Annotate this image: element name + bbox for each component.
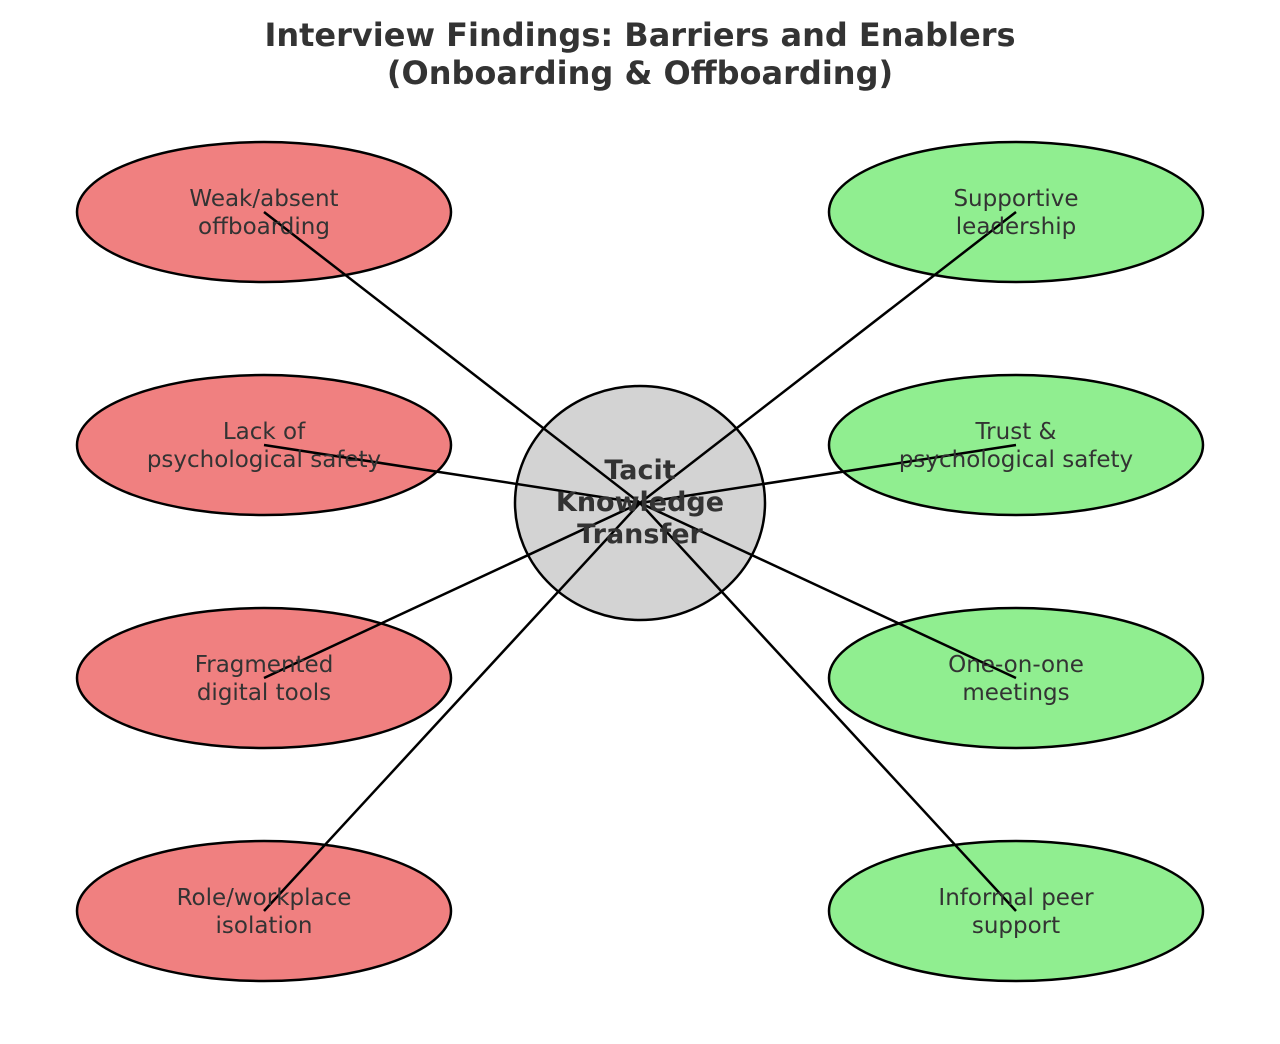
enabler-node-2-label-line-1: Trust &	[975, 419, 1057, 445]
enabler-connector-2	[639, 443, 1017, 505]
barrier-node-2-label-line-2: psychological safety	[147, 447, 381, 473]
node-shapes-layer	[75, 140, 1205, 983]
barrier-node-3-label-line-2: digital tools	[197, 680, 331, 706]
enabler-connector-1	[639, 211, 1017, 504]
enabler-node-1-label-line-1: Supportive	[953, 186, 1078, 212]
enabler-node-4-label-line-1: Informal peer	[938, 885, 1094, 911]
center-node-label-line-1: Tacit	[604, 455, 675, 486]
diagram-title-line-2: (Onboarding & Offboarding)	[387, 54, 893, 92]
barrier-connector-3	[263, 501, 641, 680]
enabler-node-3-label-line-1: One-on-one	[948, 652, 1084, 678]
barrier-connector-4	[263, 502, 641, 912]
barrier-connector-2	[263, 443, 641, 505]
enabler-connector-4	[639, 502, 1017, 912]
diagram-title-line-1: Interview Findings: Barriers and Enabler…	[264, 16, 1015, 54]
barrier-node-1-label-line-1: Weak/absent	[189, 186, 338, 212]
barrier-node-3-label-line-1: Fragmented	[195, 652, 334, 678]
enabler-connector-3	[639, 501, 1017, 680]
connectors-layer	[263, 211, 1017, 912]
enabler-node-2-label-line-2: psychological safety	[899, 447, 1133, 473]
center-node-label-line-3: Transfer	[577, 519, 703, 550]
barrier-node-4-label-line-1: Role/workplace	[177, 885, 352, 911]
barrier-node-1-label-line-2: offboarding	[198, 214, 330, 240]
center-node-label-line-2: Knowledge	[556, 487, 724, 518]
barrier-connector-1	[263, 211, 641, 504]
barrier-node-4-label-line-2: isolation	[216, 913, 313, 939]
enabler-node-1-label-line-2: leadership	[956, 214, 1076, 240]
barrier-node-2-label-line-1: Lack of	[223, 419, 306, 445]
enabler-node-3-label-line-2: meetings	[962, 680, 1069, 706]
enabler-node-4-label-line-2: support	[972, 913, 1060, 939]
